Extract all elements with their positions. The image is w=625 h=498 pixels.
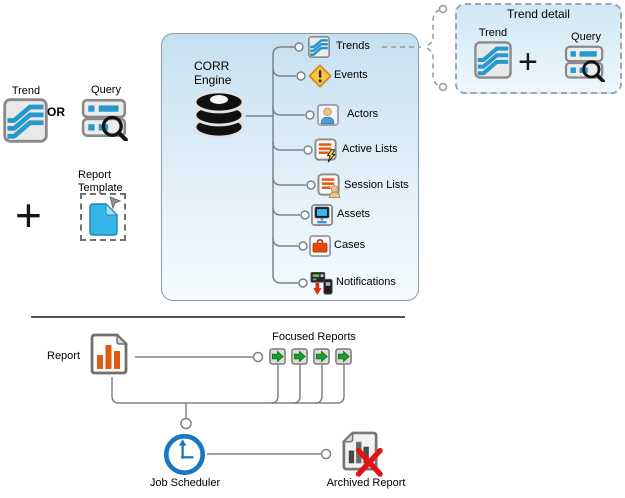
trends-icon: [308, 36, 330, 58]
active-lists-icon: [314, 138, 337, 163]
plus-sign: +: [15, 189, 42, 241]
job-scheduler-label: Job Scheduler: [149, 477, 221, 489]
report-label: Report: [47, 350, 81, 362]
item-actors-label: Actors: [347, 108, 379, 120]
trend-detail-title: Trend detail: [507, 7, 570, 21]
item-events-label: Events: [334, 69, 368, 81]
item-active-lists-label: Active Lists: [342, 143, 398, 155]
callout-query-label: Query: [571, 31, 601, 43]
notifications-icon: [310, 271, 333, 296]
focused-report-icon: [269, 348, 286, 365]
trend-label: Trend: [11, 85, 41, 97]
focused-report-icon: [291, 348, 308, 365]
job-scheduler-icon: [163, 433, 206, 476]
trend-icon: [3, 98, 48, 143]
item-notifications-label: Notifications: [336, 276, 396, 288]
corr-engine-panel: [161, 33, 419, 301]
actors-icon: [317, 104, 339, 126]
callout-query-icon: [564, 45, 605, 82]
report-icon: [90, 333, 128, 375]
callout-trend-label: Trend: [478, 27, 508, 39]
report-template-label: Report Template: [78, 169, 123, 194]
session-lists-icon: [317, 173, 341, 198]
item-assets-label: Assets: [337, 208, 371, 220]
query-label: Query: [91, 84, 121, 96]
or-label: OR: [47, 105, 65, 119]
assets-icon: [311, 204, 333, 226]
focused-report-icon: [313, 348, 330, 365]
focused-report-icon: [335, 348, 352, 365]
corr-engine-label: CORR Engine: [194, 59, 232, 87]
database-icon: [193, 90, 245, 139]
item-trends-label: Trends: [336, 40, 370, 52]
events-icon: [308, 64, 332, 88]
report-template-icon: [80, 193, 126, 241]
focused-reports-label: Focused Reports: [272, 331, 356, 343]
archived-report-label: Archived Report: [326, 477, 406, 489]
item-session-lists-label: Session Lists: [344, 179, 409, 191]
query-icon: [81, 98, 128, 141]
cases-icon: [309, 235, 331, 257]
callout-plus-sign: +: [518, 43, 538, 81]
callout-trend-icon: [474, 41, 512, 79]
archived-report-icon: [342, 431, 383, 477]
item-cases-label: Cases: [334, 239, 366, 251]
